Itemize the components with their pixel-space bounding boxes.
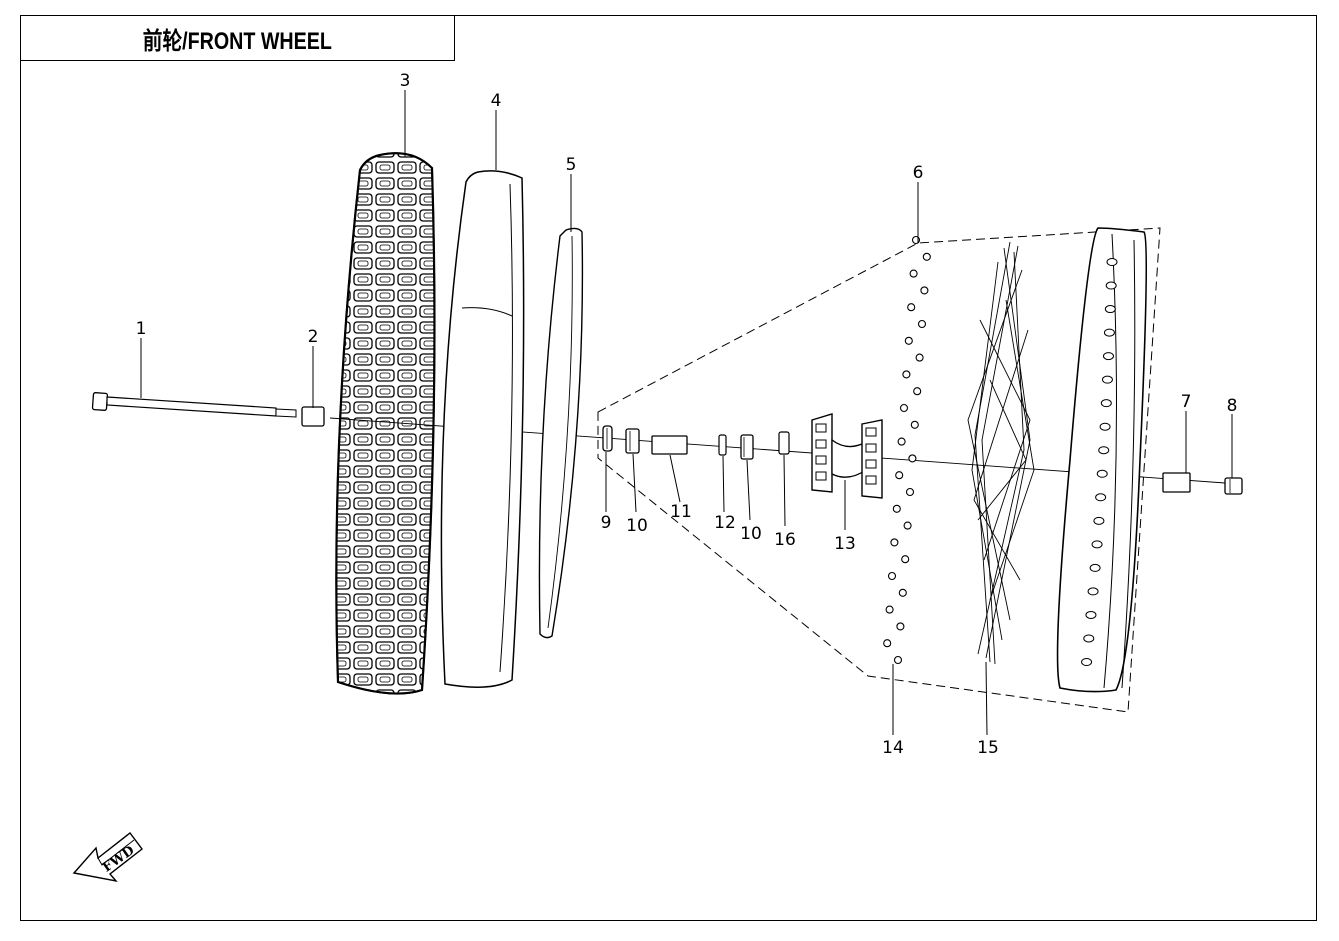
part-label-5: 5 bbox=[566, 155, 577, 175]
page-title: 前轮/FRONT WHEEL bbox=[142, 27, 333, 55]
part-label-9: 9 bbox=[601, 513, 612, 533]
nipple-shape bbox=[902, 370, 911, 379]
nipple-shape bbox=[899, 403, 909, 413]
part-label-13: 13 bbox=[834, 534, 856, 554]
spacer-right bbox=[1162, 472, 1191, 493]
part-label-11: 11 bbox=[670, 502, 692, 522]
part-label-2: 2 bbox=[308, 327, 319, 347]
spokes bbox=[967, 241, 1035, 665]
axle-bolt bbox=[91, 392, 297, 418]
nipple-shape bbox=[905, 487, 915, 497]
part-label-1: 1 bbox=[136, 319, 147, 339]
bearing-left bbox=[625, 428, 640, 454]
rim-hole-shape bbox=[1106, 258, 1118, 266]
nipple-shape bbox=[909, 269, 918, 278]
nipple-shape bbox=[883, 639, 892, 648]
rim-hole-shape bbox=[1093, 516, 1105, 525]
rim-hole-shape bbox=[1095, 493, 1107, 502]
part-label-4: 4 bbox=[491, 91, 502, 111]
title-box: 前轮/FRONT WHEEL bbox=[20, 15, 455, 61]
wheel-rim bbox=[1056, 227, 1148, 693]
spacer bbox=[301, 406, 325, 427]
nipple-shape bbox=[892, 504, 901, 513]
rim-band bbox=[538, 227, 584, 639]
part-label-8: 8 bbox=[1227, 396, 1238, 416]
part-label-3: 3 bbox=[400, 71, 411, 91]
nipple-shape bbox=[898, 588, 907, 597]
spoke-nipples bbox=[883, 235, 931, 665]
rim-hole-shape bbox=[1098, 446, 1110, 455]
nipple-shape bbox=[917, 319, 927, 329]
tire bbox=[335, 152, 436, 695]
hub-spacer bbox=[651, 435, 688, 455]
oil-seal bbox=[602, 425, 613, 452]
nipple-shape bbox=[901, 555, 910, 564]
bearing-right bbox=[740, 434, 754, 460]
nipple-shape bbox=[890, 538, 899, 547]
wheel-assembly-outline bbox=[597, 227, 1161, 713]
part-label-10-right: 10 bbox=[740, 524, 762, 544]
rim-hole-shape bbox=[1085, 610, 1097, 619]
rim-hole-shape bbox=[1105, 281, 1117, 290]
rim-hole-shape bbox=[1091, 540, 1103, 549]
rim-hole-shape bbox=[1104, 305, 1116, 314]
part-label-14: 14 bbox=[882, 738, 904, 758]
drawing-frame bbox=[20, 15, 1317, 921]
part-label-12: 12 bbox=[714, 513, 736, 533]
rim-hole-shape bbox=[1081, 658, 1093, 666]
nipple-shape bbox=[896, 622, 905, 631]
part-label-10-left: 10 bbox=[626, 516, 648, 536]
rim-hole-shape bbox=[1096, 469, 1108, 478]
nipple-shape bbox=[922, 252, 931, 261]
part-label-16: 16 bbox=[774, 530, 796, 550]
part-label-15: 15 bbox=[977, 738, 999, 758]
nipple-shape bbox=[885, 605, 894, 614]
part-label-7: 7 bbox=[1181, 392, 1192, 412]
nipple-shape bbox=[893, 655, 903, 665]
rim-hole-shape bbox=[1102, 352, 1114, 361]
nipple-shape bbox=[908, 454, 917, 463]
nipple-shape bbox=[920, 286, 929, 295]
nipple-shape bbox=[904, 336, 913, 345]
collar bbox=[778, 431, 790, 455]
nipple-shape bbox=[887, 571, 897, 581]
nipple-shape bbox=[895, 471, 904, 480]
nipple-shape bbox=[915, 353, 924, 362]
forward-direction-arrow: FWD bbox=[72, 832, 143, 883]
nipple-shape bbox=[910, 420, 919, 429]
rim-hole-shape bbox=[1083, 634, 1095, 643]
rim-hole-shape bbox=[1100, 399, 1112, 408]
axle-nut bbox=[1224, 477, 1243, 495]
nipple-shape bbox=[913, 387, 922, 396]
part-label-6: 6 bbox=[913, 163, 924, 183]
rim-hole-shape bbox=[1099, 422, 1111, 431]
rim-hole-shape bbox=[1087, 587, 1099, 596]
inner-tube bbox=[440, 170, 525, 688]
washer bbox=[718, 434, 727, 456]
wheel-hub bbox=[811, 413, 883, 499]
nipple-shape bbox=[903, 521, 912, 530]
leader-lines bbox=[140, 90, 1233, 736]
rim-hole-shape bbox=[1089, 563, 1101, 572]
nipple-shape bbox=[897, 437, 906, 446]
part-number-labels: 1 2 3 4 5 6 7 8 9 10 11 12 10 16 13 14 1… bbox=[136, 71, 1238, 758]
rim-hole-shape bbox=[1103, 328, 1115, 337]
nipple-shape bbox=[907, 303, 916, 312]
rim-hole-shape bbox=[1101, 375, 1113, 384]
